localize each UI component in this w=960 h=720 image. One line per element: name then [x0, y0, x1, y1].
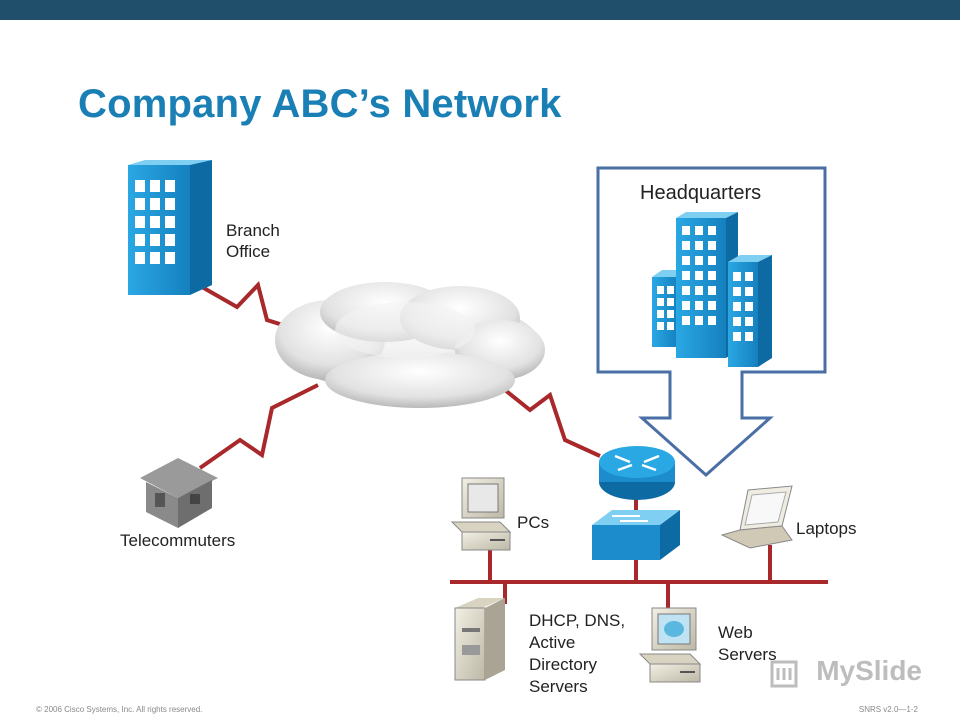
web-servers-label: Web Servers: [718, 622, 777, 666]
laptop-icon: [720, 485, 793, 549]
web-servers-label-line1: Web: [718, 623, 753, 642]
watermark-text: MySlide: [816, 655, 922, 686]
footer-copyright: © 2006 Cisco Systems, Inc. All rights re…: [36, 705, 203, 714]
wan-link-hq: [488, 376, 601, 458]
router-icon: [599, 446, 675, 500]
cloud-icon: [275, 282, 545, 408]
laptops-label: Laptops: [796, 519, 857, 538]
building-icon: [652, 212, 772, 367]
dhcp-dns-servers-label: DHCP, DNS, Active Directory Servers: [529, 610, 625, 698]
servers-label-line4: Servers: [529, 677, 588, 696]
web-servers-label-line2: Servers: [718, 645, 777, 664]
building-icon: [128, 160, 212, 295]
wan-link-telecommuter: [198, 383, 319, 470]
watermark-logo-icon: [770, 660, 798, 688]
branch-office-label-line1: Branch: [226, 221, 280, 240]
house-icon: [140, 458, 218, 528]
footer-slide-ref: SNRS v2.0—1-2: [858, 705, 918, 714]
pc-icon: [450, 477, 512, 551]
pcs-label: PCs: [517, 513, 550, 532]
branch-office-label-line2: Office: [226, 242, 271, 261]
server-icon: [638, 607, 702, 683]
telecommuters-label: Telecommuters: [120, 531, 236, 550]
switch-icon: [592, 510, 680, 560]
server-icon: [454, 598, 505, 681]
servers-label-line1: DHCP, DNS,: [529, 611, 626, 630]
page-title: Company ABC’s Network: [78, 82, 562, 126]
servers-label-line3: Directory: [529, 655, 598, 674]
top-bar: [0, 0, 960, 20]
hq-outline-arrow: [596, 166, 827, 478]
headquarters-label: Headquarters: [640, 182, 762, 204]
branch-office-label: Branch Office: [226, 220, 280, 262]
servers-label-line2: Active: [529, 633, 576, 652]
